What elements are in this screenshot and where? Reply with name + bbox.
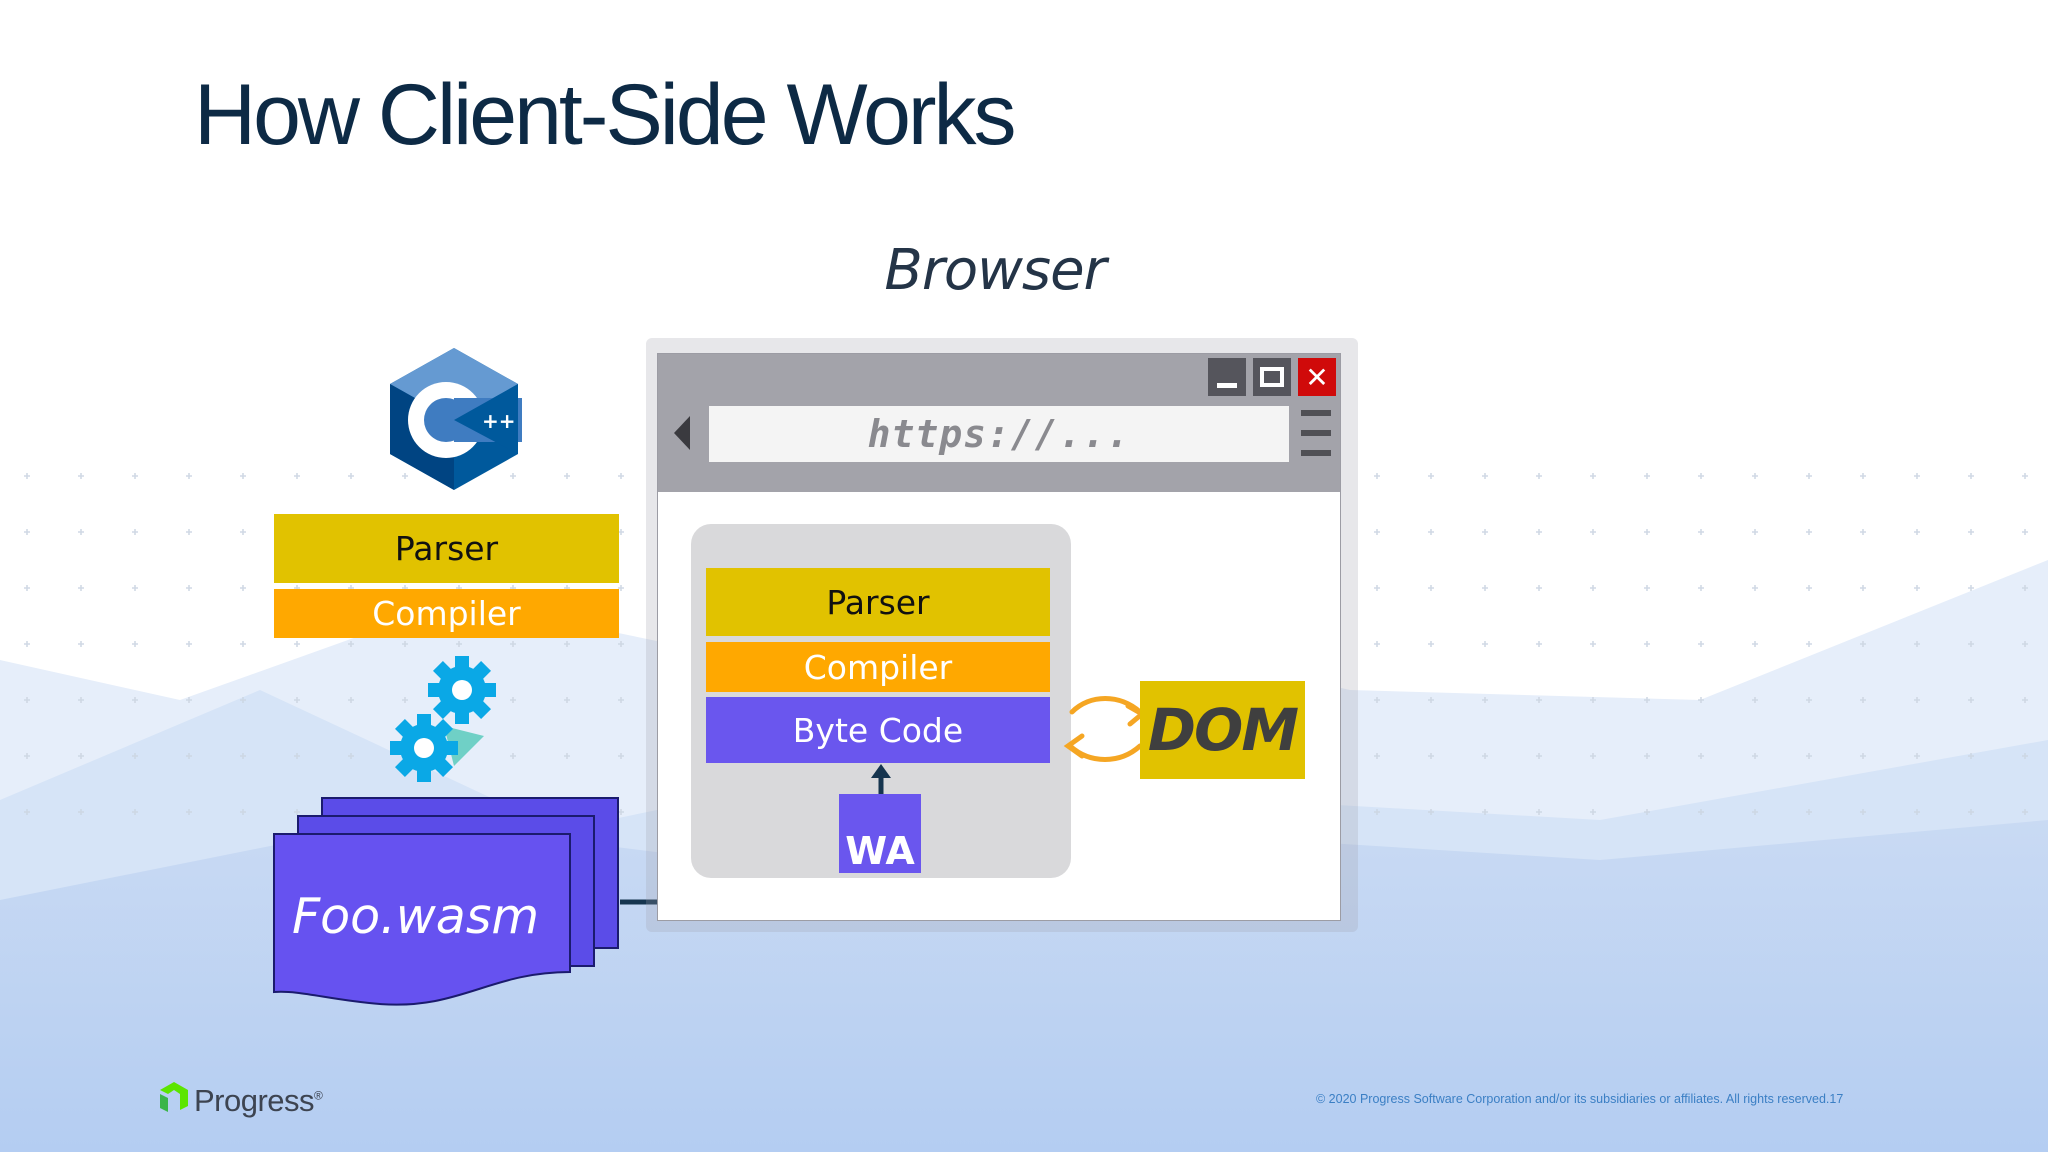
wasm-file-label: Foo.wasm: [292, 888, 540, 945]
left-parser-bar: Parser: [274, 514, 619, 583]
dom-exchange-arrows: [1063, 696, 1147, 762]
registered-mark: ®: [314, 1088, 323, 1103]
page-number: 17: [1829, 1092, 1844, 1106]
engine-compiler-bar: Compiler: [706, 642, 1050, 692]
close-button[interactable]: ✕: [1298, 358, 1336, 396]
browser-label: Browser: [884, 238, 1106, 303]
progress-logo-text: Progress®: [194, 1083, 323, 1118]
minimize-button[interactable]: [1208, 358, 1246, 396]
wasm-file-stack: [273, 797, 619, 1006]
minimize-icon: [1217, 382, 1237, 388]
browser-window: ✕ https://... Parser Compiler Byte Code …: [657, 353, 1341, 921]
slide-title: How Client-Side Works: [194, 67, 1017, 163]
copyright-notice: © 2020 Progress Software Corporation and…: [1316, 1092, 1844, 1106]
engine-bytecode-bar: Byte Code: [706, 697, 1050, 763]
dom-box: DOM: [1140, 681, 1305, 779]
close-icon: ✕: [1305, 360, 1329, 394]
svg-text:++: ++: [482, 409, 516, 433]
engine-parser-bar: Parser: [706, 568, 1050, 636]
cpp-logo-icon: ++: [390, 348, 522, 490]
wa-badge: WA: [839, 794, 921, 873]
progress-logo-icon: [160, 1082, 188, 1112]
left-compiler-bar: Compiler: [274, 589, 619, 638]
wa-to-bytecode-arrow: [871, 764, 891, 798]
menu-icon[interactable]: [1301, 410, 1331, 458]
maximize-button[interactable]: [1253, 358, 1291, 396]
maximize-icon: [1260, 367, 1284, 387]
gears-icon: [390, 656, 496, 782]
url-bar[interactable]: https://...: [709, 406, 1289, 462]
back-arrow-icon[interactable]: [674, 416, 690, 450]
browser-chrome: ✕ https://...: [658, 354, 1340, 492]
